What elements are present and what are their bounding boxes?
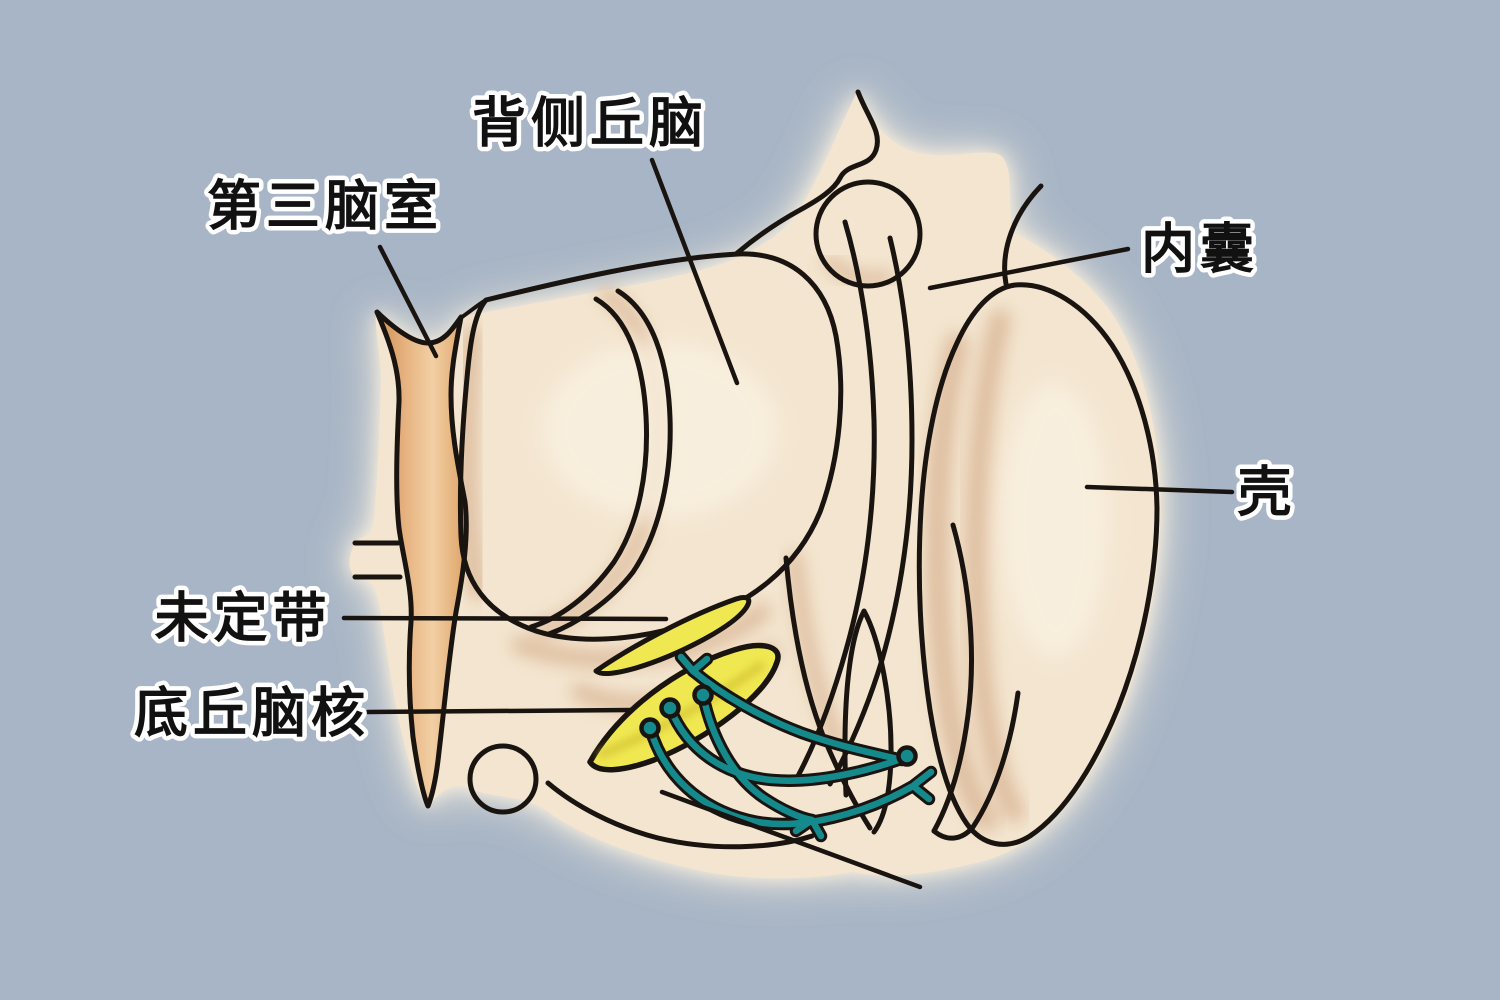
lamina-line-outer: [546, 288, 673, 637]
shading-peduncle-band: [787, 552, 844, 748]
leader-zona-incerta: [341, 615, 669, 622]
highlight-thalamus: [540, 340, 780, 520]
fiber-strand: [646, 724, 935, 828]
top-sweep-line: [733, 89, 880, 257]
hypothalamus-bottom-line: [545, 780, 815, 850]
leader-subthalamic-nucleus: [365, 707, 635, 715]
caudate-nucleus-circle: [813, 179, 923, 289]
mammillary-body-circle: [467, 743, 539, 815]
fiber-fork: [677, 653, 711, 675]
internal-capsule-line-left: [795, 219, 877, 779]
label-third-ventricle: 第三脑室: [207, 175, 443, 238]
unlabeled-leader-line: [659, 789, 923, 890]
fiber-strand: [666, 704, 910, 784]
zona-incerta-shape: [593, 594, 752, 677]
leader-internal-capsule: [927, 246, 1131, 291]
leader-third-ventricle: [377, 244, 439, 359]
fiber-dot: [692, 684, 714, 706]
internal-capsule-line-right: [827, 235, 915, 787]
fiber-strand: [689, 667, 906, 764]
right-lobe-left-line: [931, 522, 974, 834]
leader-putamen: [1084, 484, 1235, 495]
left-edge-tick-lines: [352, 540, 403, 580]
right-lobe-bottom-line: [931, 690, 1021, 841]
labels: 背侧丘脑 第三脑室 内囊 壳 未定带 底丘脑核: [130, 87, 1297, 749]
fiber-dot: [639, 717, 661, 739]
shading-putamen-inner: [964, 309, 1025, 823]
internal-medullary-lamina-lines: [528, 288, 673, 637]
peduncle-band-line: [783, 555, 873, 831]
nerve-fibers: [639, 650, 938, 843]
middle-lobe-line: [842, 608, 894, 835]
ventricle-thalamus-link-line: [460, 298, 488, 319]
leader-dorsal-thalamus: [649, 157, 740, 386]
label-dorsal-thalamus: 背侧丘脑: [472, 92, 708, 155]
third-ventricle-shape: [374, 309, 469, 809]
shading-putamen-left: [925, 333, 998, 832]
fiber-dot: [896, 745, 918, 767]
highlight-putamen: [1000, 380, 1110, 660]
fiber-dot: [659, 697, 681, 719]
label-internal-capsule: 内囊: [1141, 218, 1259, 281]
soft-shading: [457, 255, 1110, 832]
fiber-strands: [646, 653, 935, 840]
putamen-shape: [916, 282, 1160, 847]
lamina-line-inner: [528, 296, 649, 630]
label-zona-incerta: 未定带: [155, 587, 332, 650]
lower-lobe-lines: [545, 522, 1021, 850]
label-subthalamic-nucleus: 底丘脑核: [134, 682, 370, 745]
fiber-terminal-dots: [639, 684, 918, 767]
internal-capsule-lines: [795, 219, 915, 787]
label-putamen: 壳: [1238, 461, 1297, 524]
leader-lines: [341, 157, 1235, 890]
